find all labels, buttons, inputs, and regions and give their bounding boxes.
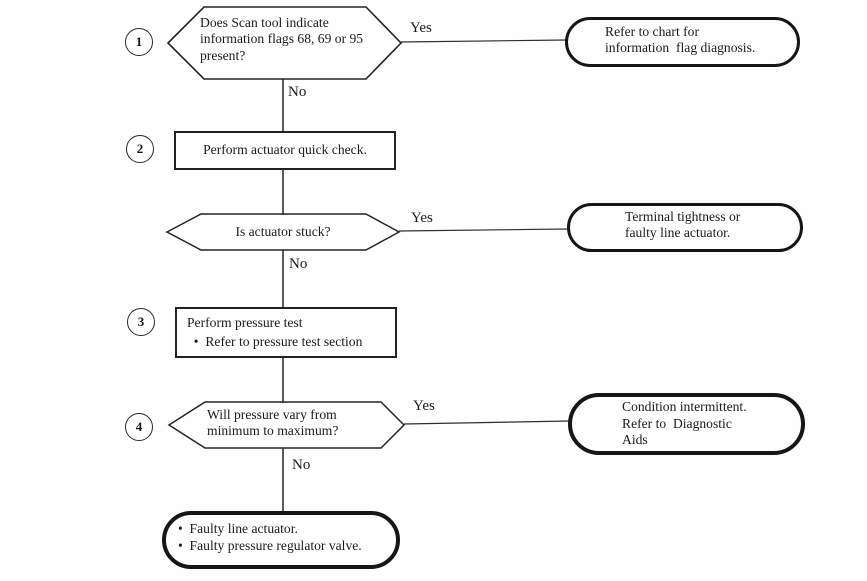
decision-4-text: Will pressure vary from minimum to maxim… <box>207 407 339 439</box>
edge-label-no-1: No <box>288 84 307 100</box>
process-2-box <box>174 131 396 170</box>
edge-label-yes-4: Yes <box>413 398 435 414</box>
step-number-circle-3: 3 <box>127 308 155 336</box>
edge-label-yes-2: Yes <box>411 210 433 226</box>
decision-hexagon-1 <box>166 6 403 80</box>
result-2-oval <box>567 203 803 252</box>
result-4-text: Condition intermittent. Refer to Diagnos… <box>622 399 747 448</box>
process-3-box <box>175 307 397 358</box>
step-number-circle-2: 2 <box>126 135 154 163</box>
decision-1-text: Does Scan tool indicate information flag… <box>200 15 364 63</box>
result-final-oval <box>162 511 400 569</box>
edge-line-decision1-yes <box>400 39 567 43</box>
result-2-text: Terminal tightness or faulty line actuat… <box>625 209 741 241</box>
result-4-oval <box>568 393 805 455</box>
result-1-text: Refer to chart for information flag diag… <box>605 24 756 56</box>
edge-label-no-4: No <box>292 457 311 473</box>
process-3-text: Perform pressure test • Refer to pressur… <box>187 315 363 349</box>
result-1-oval <box>565 17 800 67</box>
decision-hexagon-2 <box>165 213 401 251</box>
result-final-text: • Faulty line actuator. • Faulty pressur… <box>178 521 362 554</box>
decision-2-text: Is actuator stuck? <box>235 224 331 239</box>
edge-line-decision4-yes <box>403 420 570 425</box>
process-2-text: Perform actuator quick check. <box>203 142 367 157</box>
step-number-circle-4: 4 <box>125 413 153 441</box>
edge-label-no-2: No <box>289 256 308 272</box>
edge-label-yes-1: Yes <box>410 20 432 36</box>
edge-line-decision2-yes <box>398 228 569 232</box>
decision-hexagon-4 <box>167 401 406 449</box>
step-number-circle-1: 1 <box>125 28 153 56</box>
